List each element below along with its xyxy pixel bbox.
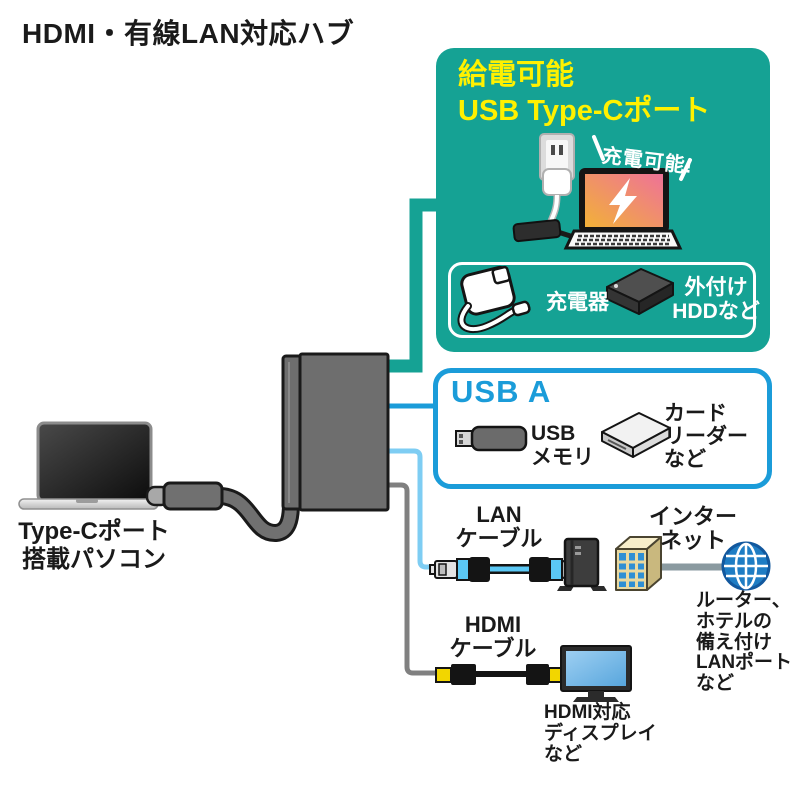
typec-panel-heading: 給電可能 USB Type-Cポート (458, 57, 710, 129)
building-icon (615, 536, 662, 591)
hdmi-port-line (387, 482, 437, 676)
usb-a-heading: USB A (451, 374, 552, 409)
charge-badge-slashes (592, 135, 692, 181)
hdd-label: 外付け HDDなど (672, 276, 760, 323)
hdd-icon (606, 268, 674, 315)
charging-laptop-icon (563, 168, 683, 250)
usb-memory-label: USB メモリ (531, 422, 594, 469)
typec-panel-heading-line2: USB Type-Cポート (458, 95, 711, 127)
typec-connector-icon (145, 481, 224, 511)
charger-icon (457, 265, 531, 334)
laptop-icon (18, 421, 159, 510)
lan-note: ルーター、 ホテルの 備え付け LANポート など (696, 590, 793, 695)
lightning-icon (609, 178, 637, 224)
usb-memory-icon (455, 425, 528, 452)
hdmi-cable-icon (435, 664, 562, 685)
router-icon (557, 537, 607, 591)
typec-devices-box (448, 262, 756, 338)
laptop-caption: Type-Cポート 搭載パソコン (18, 518, 170, 573)
typec-panel-heading-line1: 給電可能 (458, 59, 575, 91)
card-reader-label: カード リーダー など (664, 402, 748, 471)
card-reader-icon (601, 412, 671, 458)
hub-icon (281, 352, 390, 512)
monitor-icon (560, 645, 632, 702)
charger-label: 充電器 (546, 291, 609, 314)
hub-port-lines (387, 198, 726, 676)
hdmi-note: HDMI対応 ディスプレイ など (544, 702, 657, 765)
lan-cable-label: LAN ケーブル (455, 502, 543, 551)
internet-label: インター ネット (648, 504, 737, 553)
lan-port-line (387, 448, 436, 570)
page-title: HDMI・有線LAN対応ハブ (22, 18, 355, 49)
charger-plug-icon (542, 168, 572, 229)
typec-cable (212, 487, 300, 542)
typec-port-line (387, 198, 436, 373)
globe-icon (721, 541, 771, 591)
hdmi-cable-label: HDMI ケーブル (449, 612, 537, 661)
